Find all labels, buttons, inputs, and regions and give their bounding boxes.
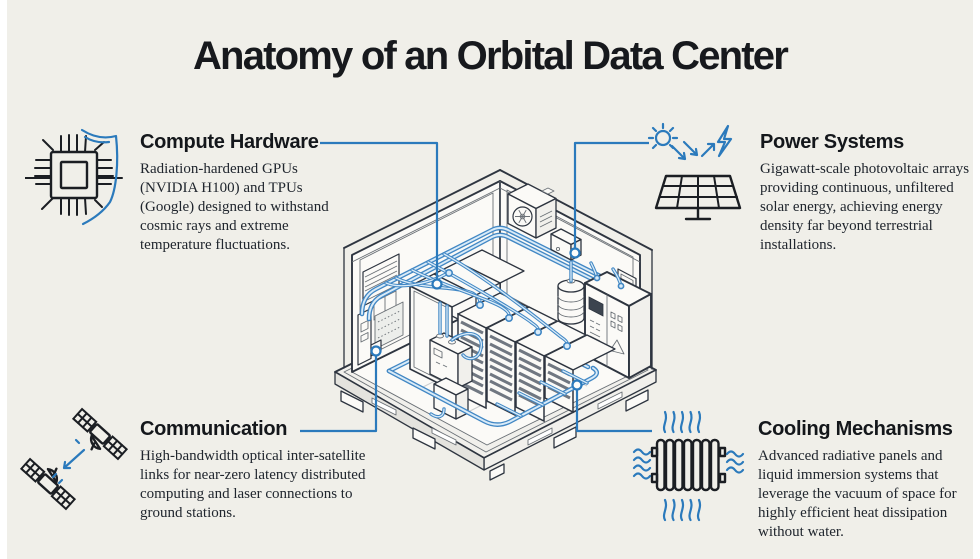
- section-heading: Cooling Mechanisms: [758, 418, 953, 440]
- callout-connectors: [300, 141, 652, 433]
- section-power-systems: Power Systems Gigawatt-scale photovoltai…: [760, 131, 972, 255]
- rack-feed-pipes: [384, 252, 625, 419]
- page-title: Anatomy of an Orbital Data Center: [192, 34, 789, 78]
- section-heading: Power Systems: [760, 131, 904, 153]
- solar-panel-icon: [647, 122, 742, 221]
- server-racks: [457, 292, 616, 423]
- section-heading: Compute Hardware: [140, 131, 319, 153]
- floor-pipe-loop-front: [386, 365, 600, 427]
- left-edge-margin: [0, 0, 7, 559]
- left-wall: [343, 169, 501, 373]
- pump-units: [429, 332, 473, 420]
- wall-pipe-run: [359, 225, 639, 322]
- satellites-icon: [19, 407, 129, 511]
- right-edge-margin: [973, 0, 980, 559]
- section-body: Radiation-hardened GPUs (NVIDIA H100) an…: [140, 161, 329, 254]
- section-cooling-mechanisms: Cooling Mechanisms Advanced radiative pa…: [758, 418, 974, 542]
- radiator-icon: [632, 410, 745, 522]
- satellites-icon-box: [18, 398, 143, 523]
- section-body: High-bandwidth optical inter-satellite l…: [140, 448, 366, 522]
- fan-unit: [507, 183, 557, 239]
- section-communication: Communication High-bandwidth optical int…: [140, 418, 375, 523]
- junction-box: [550, 228, 582, 261]
- radiator-icon-box: [632, 398, 747, 533]
- right-wall: [499, 169, 653, 371]
- section-body: Advanced radiative panels and liquid imm…: [758, 448, 957, 541]
- section-compute-hardware: Compute Hardware Radiation-hardened GPUs…: [140, 131, 340, 255]
- section-heading: Communication: [140, 418, 288, 440]
- chip-shield-icon-box: [25, 120, 130, 230]
- floor-pipe-loop-back: [386, 319, 591, 374]
- chip-shield-icon: [25, 128, 123, 226]
- solar-panel-icon-box: [642, 118, 752, 233]
- comm-device: [370, 339, 382, 357]
- control-cabinet: [584, 271, 652, 379]
- platform: [334, 289, 657, 481]
- back-server-racks: [409, 249, 525, 392]
- coolant-tank: [557, 278, 585, 325]
- section-body: Gigawatt-scale photovoltaic arrays provi…: [760, 161, 970, 254]
